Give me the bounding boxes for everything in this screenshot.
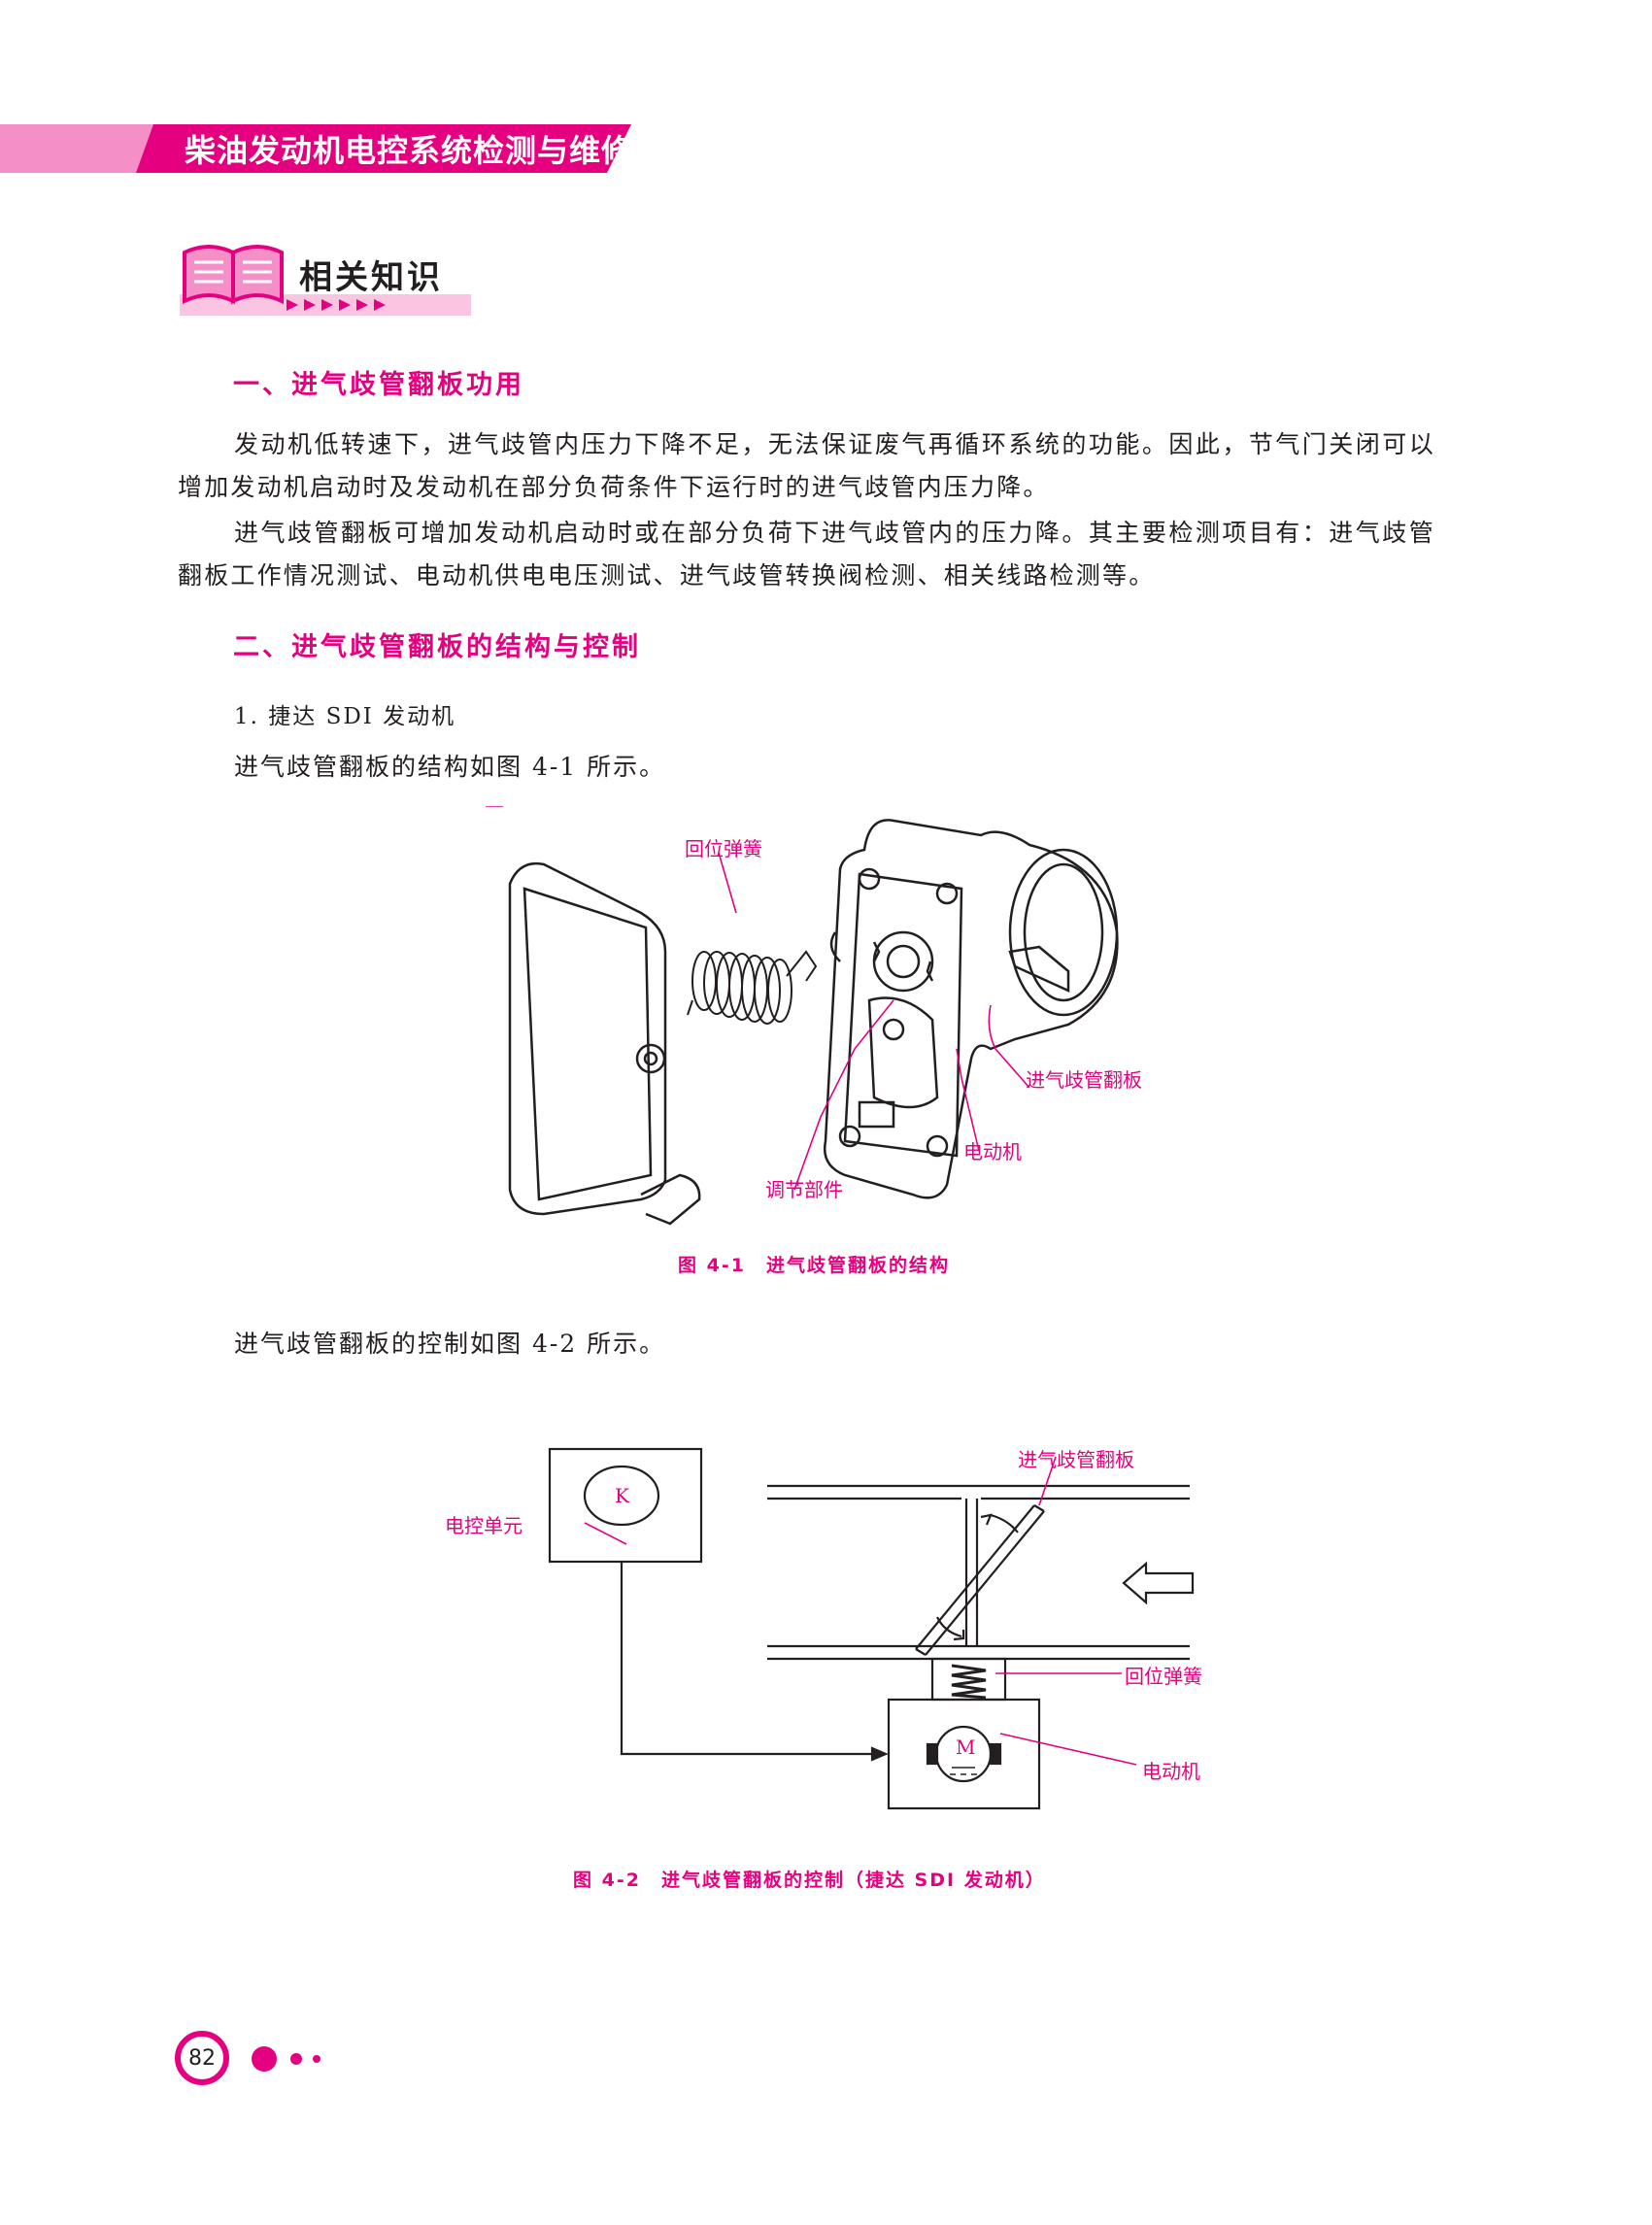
leader-motor: [956, 1048, 980, 1152]
figure-4-2-diagram: [548, 1447, 1195, 1810]
section1-paragraph-2: 进气歧管翻板可增加发动机启动时或在部分负荷下进气歧管内的压力降。其主要检测项目有…: [178, 519, 1435, 590]
flap-plate: [1008, 945, 1070, 993]
section-badge-label: 相关知识: [299, 258, 443, 297]
leader-ecu: [584, 1522, 627, 1545]
label-motor-2: 电动机: [1142, 1760, 1200, 1783]
page-decoration-dots: [252, 2046, 320, 2072]
label-flap-2: 进气歧管翻板: [1018, 1448, 1134, 1471]
label-adjuster: 调节部件: [765, 1178, 843, 1201]
page-number: 82: [188, 2045, 216, 2071]
figure-4-1-illustration: [486, 806, 1119, 1226]
motor-symbol-label: M: [956, 1736, 976, 1759]
leader-flap: [988, 1004, 1030, 1089]
label-motor: 电动机: [963, 1140, 1022, 1163]
section2-heading: 二、进气歧管翻板的结构与控制: [233, 632, 641, 662]
leader-motor-2: [999, 1733, 1137, 1766]
subheading-jetta-sdi: 1. 捷达 SDI 发动机: [234, 704, 456, 729]
page-number-badge: 82: [175, 2031, 229, 2085]
label-ecu: 电控单元: [445, 1514, 523, 1537]
figure2-intro: 进气歧管翻板的控制如图 4-2 所示。: [234, 1330, 666, 1358]
leader-return-spring: [718, 852, 737, 914]
figure1-intro: 进气歧管翻板的结构如图 4-1 所示。: [234, 753, 666, 781]
cover-housing: [508, 861, 667, 1216]
rotation-arrow-top: [990, 1513, 1019, 1534]
section1-paragraph-1: 发动机低转速下，进气歧管内压力下降不足，无法保证废气再循环系统的功能。因此，节气…: [178, 430, 1435, 501]
ecu-symbol-ellipse: [583, 1465, 660, 1527]
figure-4-2-caption: 图 4-2 进气歧管翻板的控制（捷达 SDI 发动机）: [573, 1870, 1046, 1891]
ecu-symbol-label: K: [615, 1484, 629, 1507]
label-return-spring: 回位弹簧: [685, 837, 762, 860]
section-badge: [180, 245, 471, 316]
return-spring-coil: [687, 950, 818, 1025]
section1-heading: 一、进气歧管翻板功用: [233, 370, 524, 400]
figure-4-1-caption: 图 4-1 进气歧管翻板的结构: [678, 1255, 950, 1276]
book-title: 柴油发动机电控系统检测与维修: [185, 132, 634, 169]
header-band: [0, 124, 631, 173]
ecu-box: [548, 1447, 703, 1564]
return-spring-symbol: [951, 1664, 987, 1700]
label-flap: 进气歧管翻板: [1026, 1068, 1142, 1092]
flow-direction-arrow: [1122, 1561, 1195, 1605]
label-spring-2: 回位弹簧: [1125, 1665, 1202, 1688]
flap-plate-line: [915, 1504, 1045, 1656]
figure-4-1-leaders: [718, 852, 1030, 1191]
leader-adjuster: [793, 999, 894, 1191]
intake-opening: [1008, 848, 1119, 1017]
book-icon: [183, 245, 284, 305]
flap-housing: [823, 819, 1119, 1199]
motor-box: [887, 1698, 1041, 1810]
leader-flap-2: [1038, 1456, 1057, 1506]
